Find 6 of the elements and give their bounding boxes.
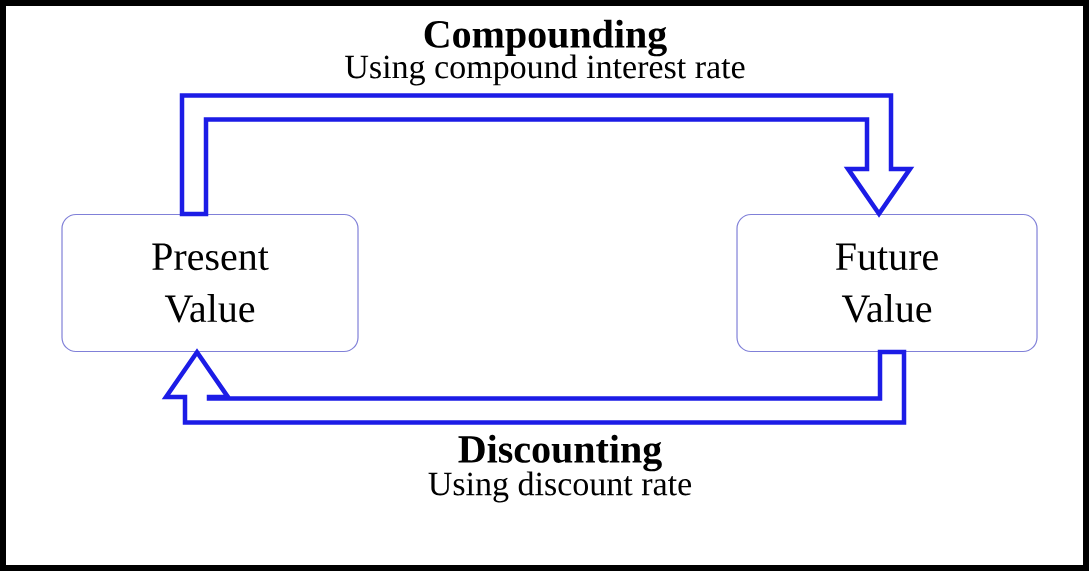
edge-label: Discounting (458, 434, 662, 472)
note-text: Using discount rate (428, 471, 692, 503)
hollow-arrow (179, 93, 915, 218)
value-box: Future Value (736, 213, 1038, 353)
value-box: Present Value (61, 213, 359, 353)
hollow-arrow (161, 348, 907, 425)
